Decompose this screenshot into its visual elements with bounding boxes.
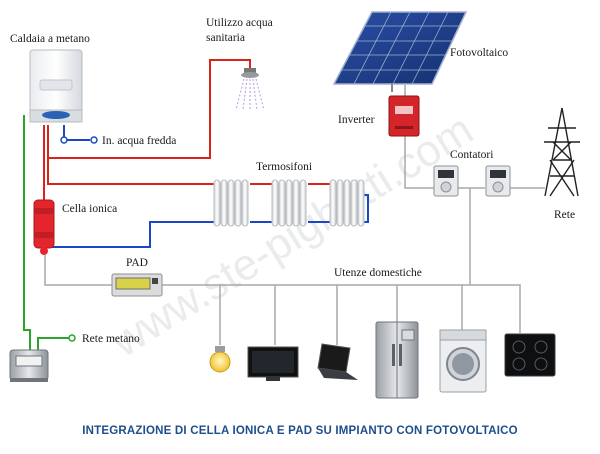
grid-label: Rete [554, 209, 575, 221]
boiler-icon [29, 49, 83, 144]
radiators-label: Termosifoni [256, 161, 312, 173]
pv-label: Fotovoltaico [450, 47, 508, 59]
caption: INTEGRAZIONE DI CELLA IONICA E PAD SU IM… [82, 425, 518, 437]
hot-water-pipes [43, 59, 334, 200]
pylon-icon [544, 107, 580, 197]
laptop-icon [317, 343, 358, 380]
cooktop-icon [504, 333, 556, 377]
radiator-icon [213, 179, 365, 227]
refrigerator-icon [375, 321, 419, 399]
hot-water-label: Utilizzo acqua [206, 17, 273, 29]
washing-machine-icon [439, 329, 487, 393]
inverter-icon [388, 95, 420, 137]
ion-cell-label: Cella ionica [62, 203, 117, 215]
inverter-label: Inverter [338, 114, 375, 126]
gas-meter-icon [9, 349, 49, 382]
meters-label: Contatori [450, 149, 493, 161]
ion-cell-icon [33, 199, 55, 255]
light-bulb-icon [209, 346, 231, 373]
electric-lines [44, 85, 545, 345]
hot-water-label-2: sanitaria [206, 32, 245, 44]
tv-icon [247, 346, 299, 381]
cold-water-label: In. acqua fredda [102, 135, 176, 147]
gas-pipe [23, 115, 70, 350]
gas-net-label: Rete metano [82, 333, 140, 345]
energy-meter-icon [433, 165, 511, 197]
shower-icon [235, 68, 265, 111]
home-loads-label: Utenze domestiche [334, 267, 422, 279]
boiler-label: Caldaia a metano [10, 33, 90, 45]
pad-controller-icon [111, 273, 163, 297]
solar-panel-icon [332, 11, 468, 92]
pad-label: PAD [126, 257, 148, 269]
